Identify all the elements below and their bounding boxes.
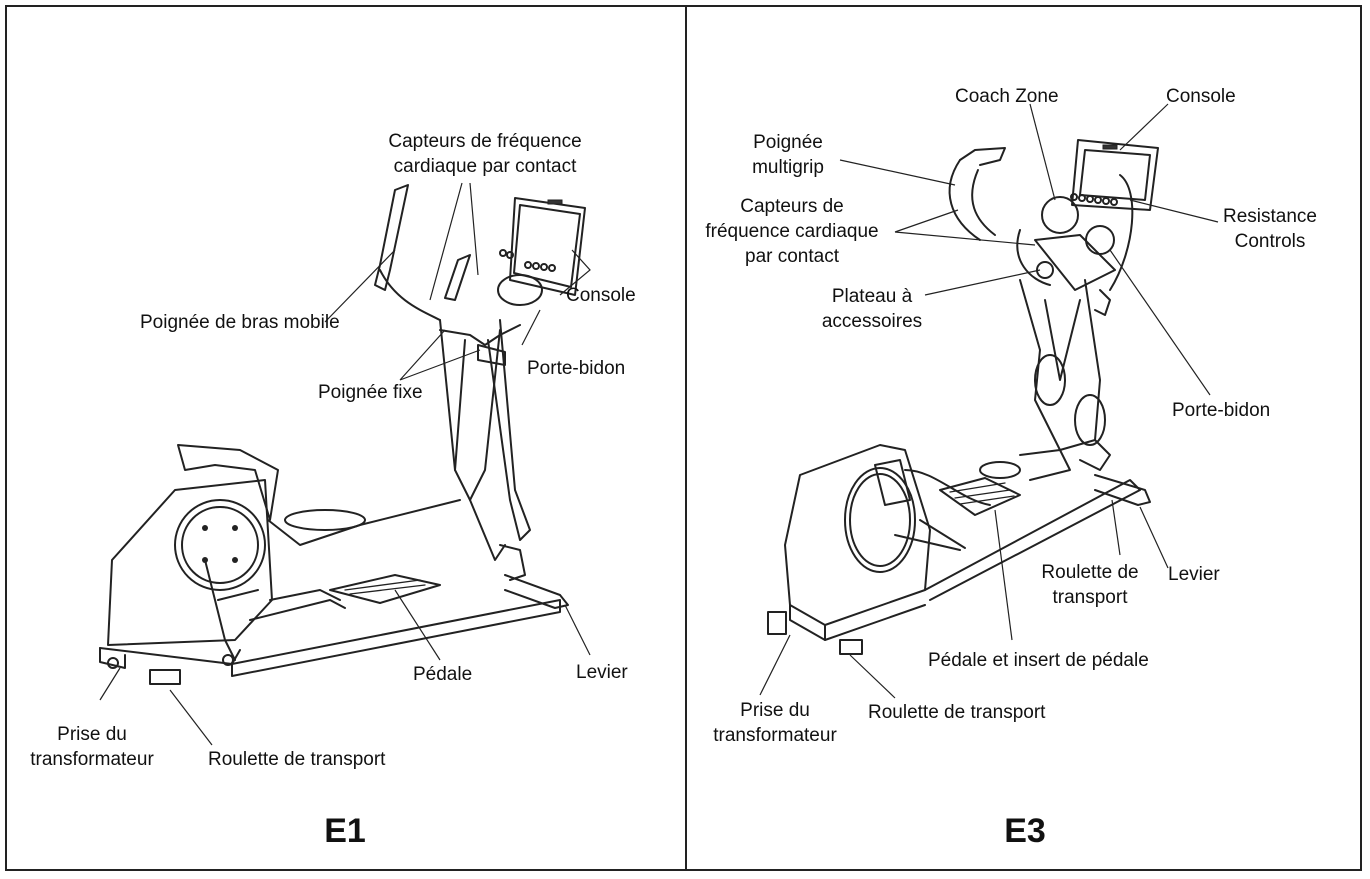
e1-elliptical-drawing (99, 182, 591, 746)
panel-divider (685, 5, 687, 871)
e3-label-tray: Plateau à accessoires (821, 286, 923, 332)
e1-label-pedal: Pédale (413, 664, 473, 685)
e1-label-transport-wheel: Roulette de transport (208, 749, 386, 770)
e3-label-bottle-holder: Porte-bidon (1172, 400, 1271, 421)
e1-panel-title: E1 (324, 812, 366, 850)
e3-label-console: Console (1166, 86, 1236, 107)
e1-label-console: Console (566, 285, 636, 306)
e3-label-resistance: Resistance Controls (1223, 206, 1317, 252)
e3-label-transport-wheel-mid: Roulette de transport (1041, 562, 1139, 608)
e3-label-coach-zone: Coach Zone (955, 86, 1059, 107)
e1-label-bottle-holder: Porte-bidon (527, 358, 626, 379)
e1-label-arm-handle: Poignée de bras mobile (140, 312, 340, 333)
e3-label-transport-wheel: Roulette de transport (868, 702, 1046, 723)
e1-label-heart-sensors: Capteurs de fréquence cardiaque par cont… (388, 131, 582, 177)
e3-label-power-jack: Prise du transformateur (713, 700, 837, 746)
e3-label-pedal-insert: Pédale et insert de pédale (928, 650, 1149, 671)
e3-label-heart-sensors: Capteurs de fréquence cardiaque par cont… (705, 196, 879, 267)
e3-label-multigrip: Poignée multigrip (752, 132, 824, 178)
e3-panel-title: E3 (1004, 812, 1046, 850)
e1-label-fixed-handle: Poignée fixe (318, 382, 423, 403)
e1-label-power-jack: Prise du transformateur (30, 724, 154, 770)
e3-label-lever: Levier (1168, 564, 1220, 585)
e1-label-lever: Levier (576, 662, 628, 683)
figure-frame (5, 5, 1362, 871)
e3-elliptical-drawing (759, 103, 1219, 699)
